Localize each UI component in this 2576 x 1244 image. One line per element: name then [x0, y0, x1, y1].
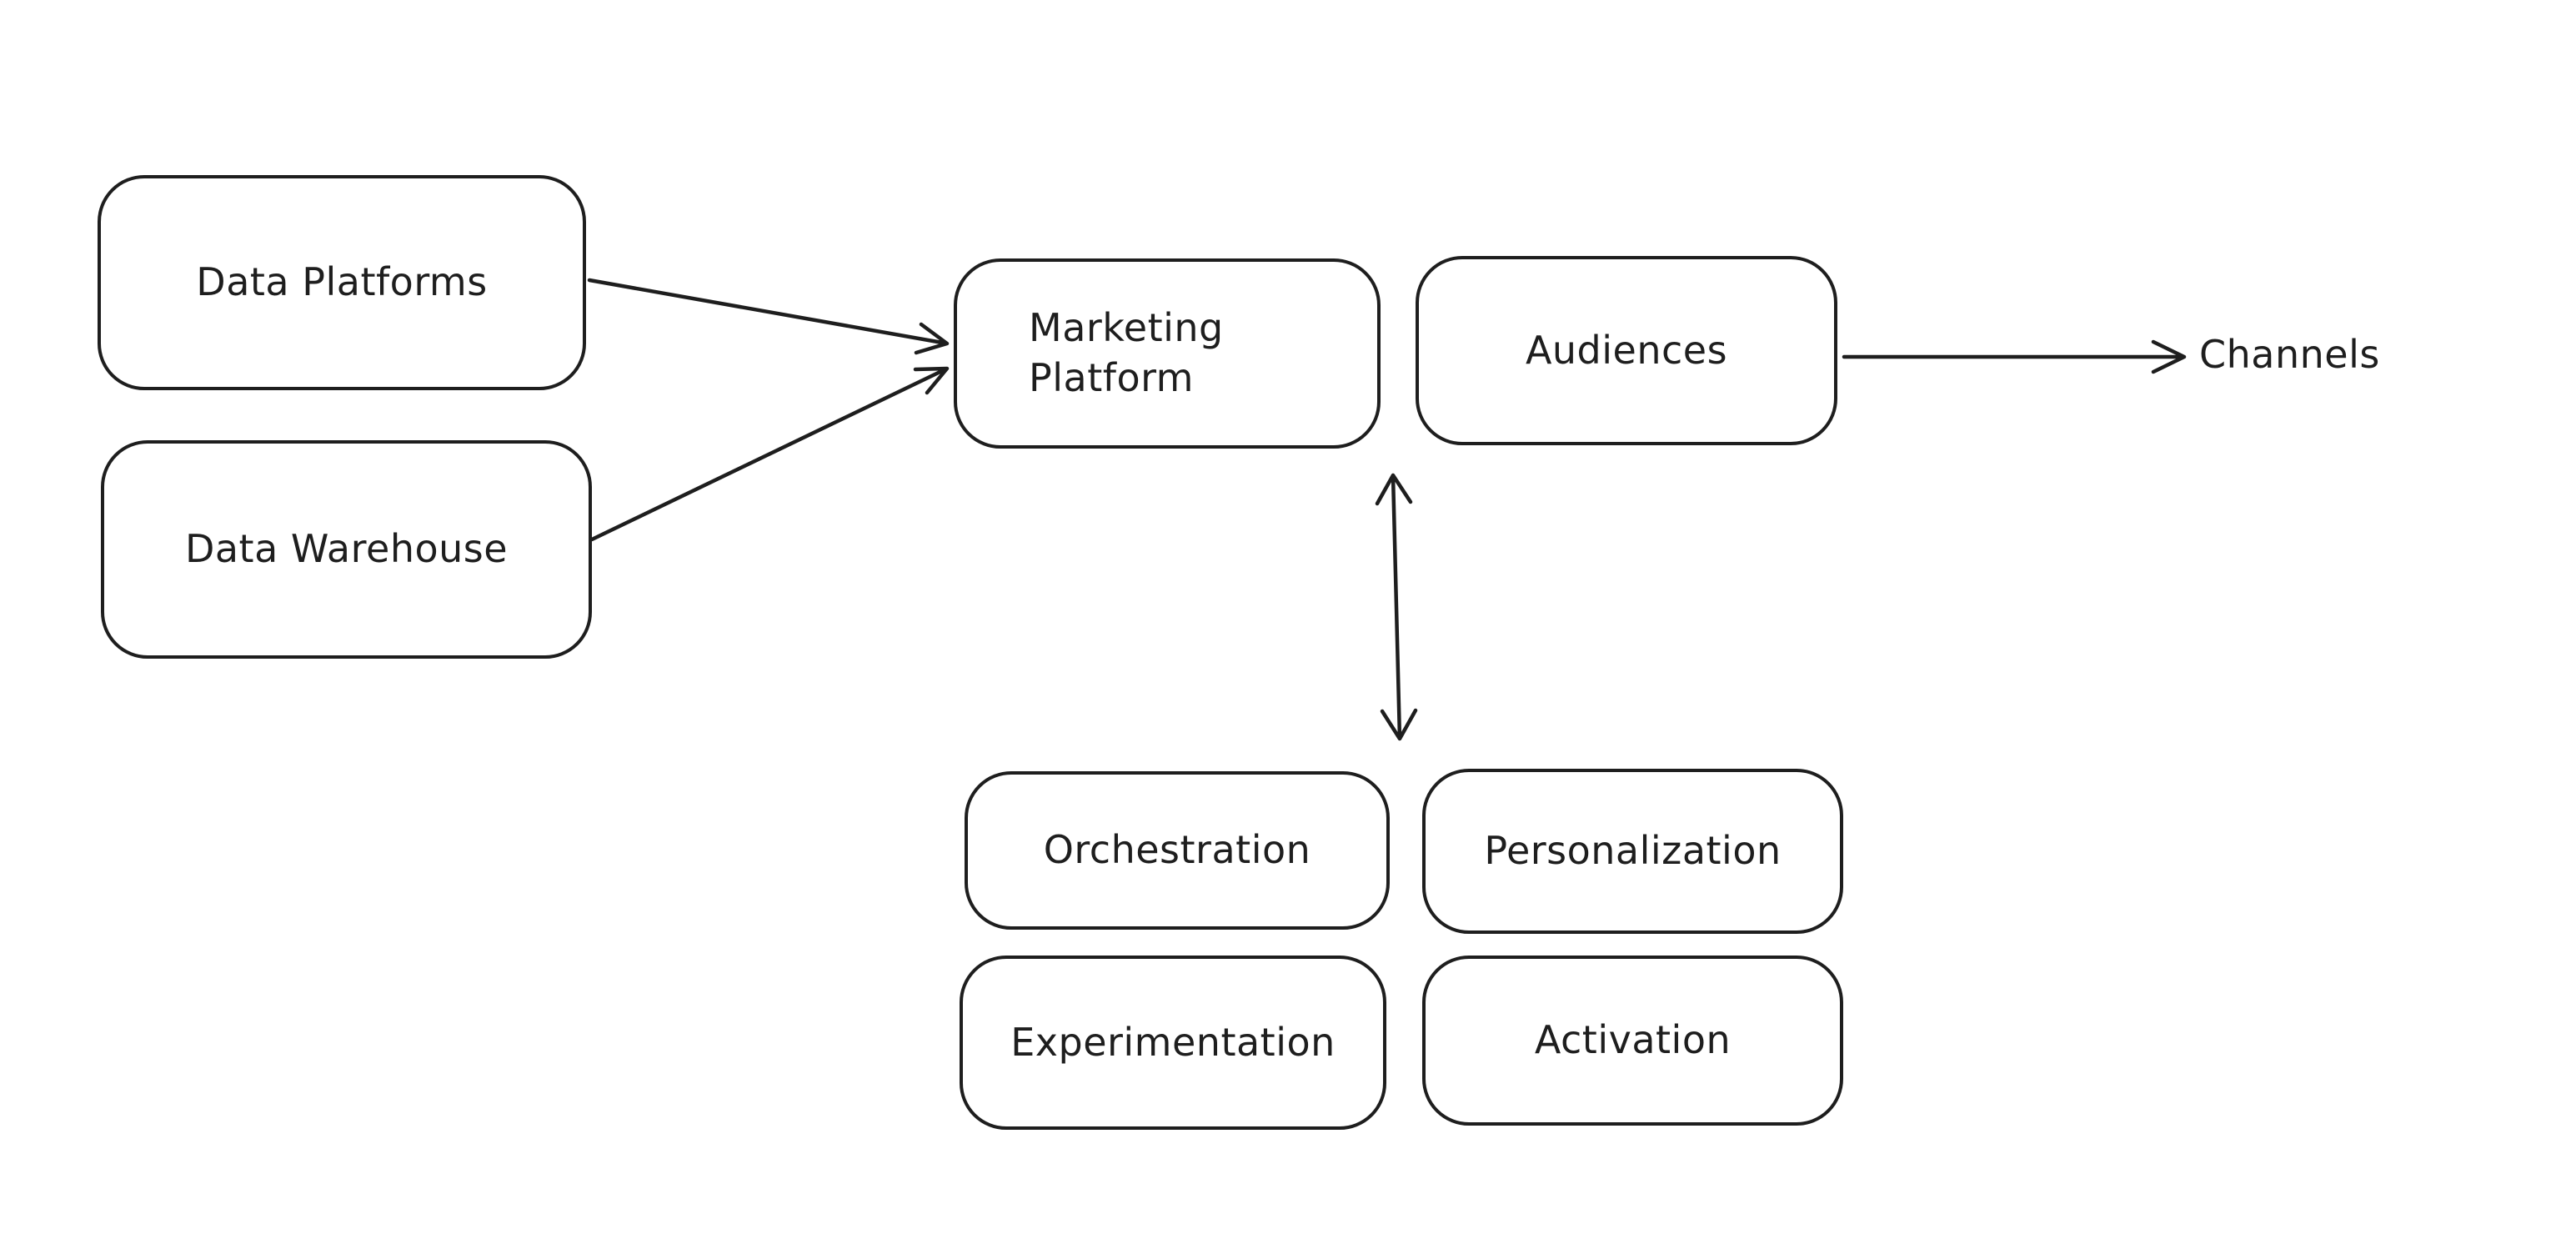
node-activation-label: Activation: [1534, 1017, 1732, 1063]
double-arrow-platform-to-capabilities[interactable]: [1375, 473, 1418, 741]
node-orchestration-label: Orchestration: [1043, 827, 1311, 873]
node-personalization[interactable]: Personalization: [1422, 769, 1843, 934]
node-data-platforms-label: Data Platforms: [196, 259, 488, 305]
node-marketing-platform-label: Marketing Platform: [1029, 305, 1224, 400]
node-data-warehouse[interactable]: Data Warehouse: [101, 440, 592, 659]
node-audiences-label: Audiences: [1525, 327, 1728, 373]
node-activation[interactable]: Activation: [1422, 956, 1843, 1126]
node-personalization-label: Personalization: [1484, 828, 1782, 874]
arrow-data-warehouse-to-marketing-platform[interactable]: [589, 366, 950, 542]
arrow-data-platforms-to-marketing-platform[interactable]: [587, 278, 950, 355]
arrow-audiences-to-channels[interactable]: [1842, 339, 2187, 374]
channels-label[interactable]: Channels: [2199, 332, 2380, 377]
node-orchestration[interactable]: Orchestration: [965, 771, 1390, 930]
node-marketing-platform[interactable]: Marketing Platform: [954, 258, 1381, 449]
node-experimentation-label: Experimentation: [1010, 1019, 1336, 1065]
node-experimentation[interactable]: Experimentation: [960, 956, 1386, 1130]
node-data-warehouse-label: Data Warehouse: [184, 526, 509, 572]
node-data-platforms[interactable]: Data Platforms: [98, 175, 586, 390]
node-audiences[interactable]: Audiences: [1416, 256, 1837, 445]
